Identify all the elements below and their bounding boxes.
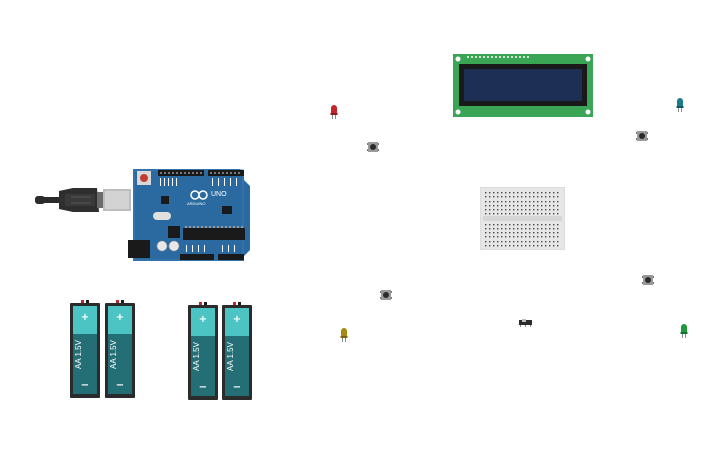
battery-3-label: AA 1.5V bbox=[191, 342, 201, 371]
battery-4-plus: + bbox=[232, 314, 242, 325]
pushbutton-2[interactable] bbox=[636, 130, 648, 142]
battery-3[interactable]: + AA 1.5V − bbox=[188, 302, 218, 400]
red-led[interactable] bbox=[329, 104, 339, 120]
battery-3-plus: + bbox=[198, 314, 208, 325]
battery-2-plus: + bbox=[115, 312, 125, 323]
yellow-led[interactable] bbox=[339, 327, 349, 343]
battery-2-minus: − bbox=[115, 380, 125, 391]
lcd-display[interactable] bbox=[453, 54, 593, 117]
battery-1-plus: + bbox=[80, 312, 90, 323]
arduino-model-label: UNO bbox=[211, 191, 227, 198]
arduino-brand-label: ARDUINO bbox=[187, 201, 206, 206]
usb-cable[interactable] bbox=[35, 185, 145, 215]
green-led[interactable] bbox=[679, 323, 689, 339]
battery-1-minus: − bbox=[80, 380, 90, 391]
arduino-uno-board[interactable]: ARDUINO UNO bbox=[128, 168, 252, 262]
battery-3-minus: − bbox=[198, 382, 208, 393]
pushbutton-4[interactable] bbox=[642, 274, 654, 286]
battery-4-label: AA 1.5V bbox=[225, 342, 235, 371]
battery-4[interactable]: + AA 1.5V − bbox=[222, 302, 252, 400]
blue-led[interactable] bbox=[675, 97, 685, 113]
pushbutton-3[interactable] bbox=[380, 289, 392, 301]
breadboard[interactable] bbox=[480, 187, 565, 250]
battery-4-minus: − bbox=[232, 382, 242, 393]
slide-switch[interactable] bbox=[519, 319, 532, 327]
battery-2-label: AA 1.5V bbox=[108, 340, 118, 369]
battery-1-label: AA 1.5V bbox=[73, 340, 83, 369]
battery-2[interactable]: + AA 1.5V − bbox=[105, 300, 135, 398]
pushbutton-1[interactable] bbox=[367, 141, 379, 153]
battery-1[interactable]: + AA 1.5V − bbox=[70, 300, 100, 398]
